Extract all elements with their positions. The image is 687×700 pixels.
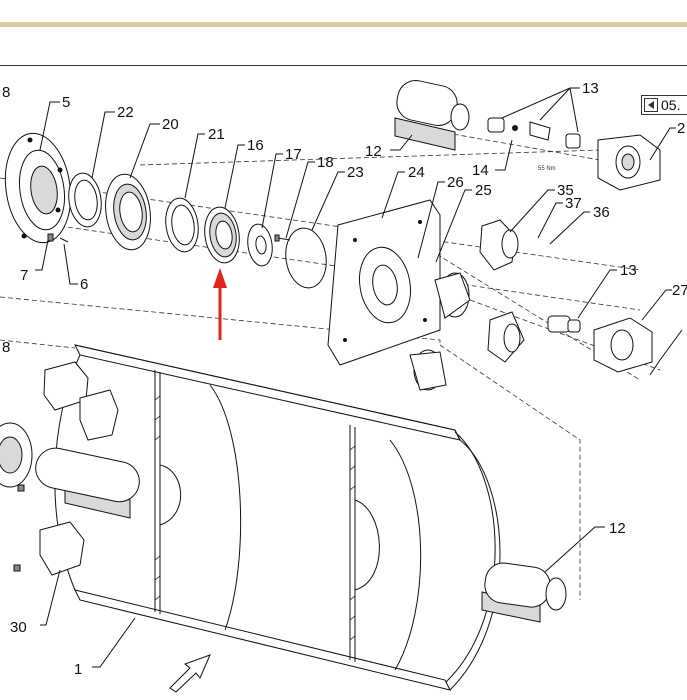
callout-labels: 8 5 22 20 21 16 17 18 23 24 26 25 12 13 … (2, 80, 687, 678)
back-arrow-icon (644, 98, 658, 112)
callout-23: 23 (347, 164, 364, 181)
callout-13-top: 13 (582, 80, 599, 97)
page-reference-text: 05. (661, 97, 681, 113)
callout-8-top: 8 (2, 84, 10, 101)
callout-18: 18 (317, 154, 334, 171)
callout-36: 36 (593, 204, 610, 221)
callout-2: 2 (677, 120, 685, 137)
motor-12-left (35, 447, 140, 519)
callout-5: 5 (62, 94, 70, 111)
highlight-arrow-icon (213, 268, 227, 340)
callout-20: 20 (162, 116, 179, 133)
motor-35 (479, 219, 519, 271)
o-ring-23 (285, 227, 327, 289)
pump-units-25 (409, 272, 525, 391)
callout-17: 17 (285, 146, 302, 163)
header-band (0, 22, 687, 27)
callout-12-top: 12 (365, 143, 382, 160)
direction-arrow-icon (169, 654, 211, 693)
mounting-plate-24 (327, 199, 441, 366)
screw-18 (274, 234, 291, 242)
bolts-lower-left (13, 484, 25, 572)
callout-26: 26 (447, 174, 464, 191)
callout-21: 21 (208, 126, 225, 143)
callout-7: 7 (20, 267, 28, 284)
cover-plates (39, 361, 119, 576)
header-rule (0, 65, 687, 66)
torque-note: 55 Nm (538, 166, 556, 172)
callout-1: 1 (74, 661, 82, 678)
callout-25: 25 (475, 182, 492, 199)
coupling-13-top (487, 117, 581, 149)
bearing-16 (204, 206, 240, 264)
callout-12-right: 12 (609, 520, 626, 537)
callout-14: 14 (472, 162, 489, 179)
callout-16: 16 (247, 137, 264, 154)
callout-8-lower: 8 (2, 339, 10, 356)
motor-12-right (481, 562, 567, 623)
flange-8-lower (0, 422, 33, 488)
motor-12-top (394, 80, 470, 151)
hydraulic-pump-2 (597, 134, 661, 191)
callout-22: 22 (117, 104, 134, 121)
housing-20 (105, 173, 151, 251)
coupling-13-bottom (547, 315, 581, 333)
seal-ring-22 (68, 172, 102, 228)
leader-lines (35, 87, 683, 668)
bolts-6-7 (47, 233, 69, 243)
ring-21 (165, 197, 199, 253)
callout-13-bottom: 13 (620, 262, 637, 279)
callout-35: 35 (557, 182, 574, 199)
drum-housing (54, 344, 501, 691)
callout-37: 37 (565, 195, 582, 212)
callout-6: 6 (80, 276, 88, 293)
callout-30: 30 (10, 619, 27, 636)
page-reference-link[interactable]: 05. (641, 95, 687, 115)
flange-5 (4, 132, 72, 244)
hydraulic-pump-27 (593, 317, 653, 373)
callout-24: 24 (408, 164, 425, 181)
lock-washer-17 (247, 223, 273, 267)
callout-27: 27 (672, 282, 687, 299)
